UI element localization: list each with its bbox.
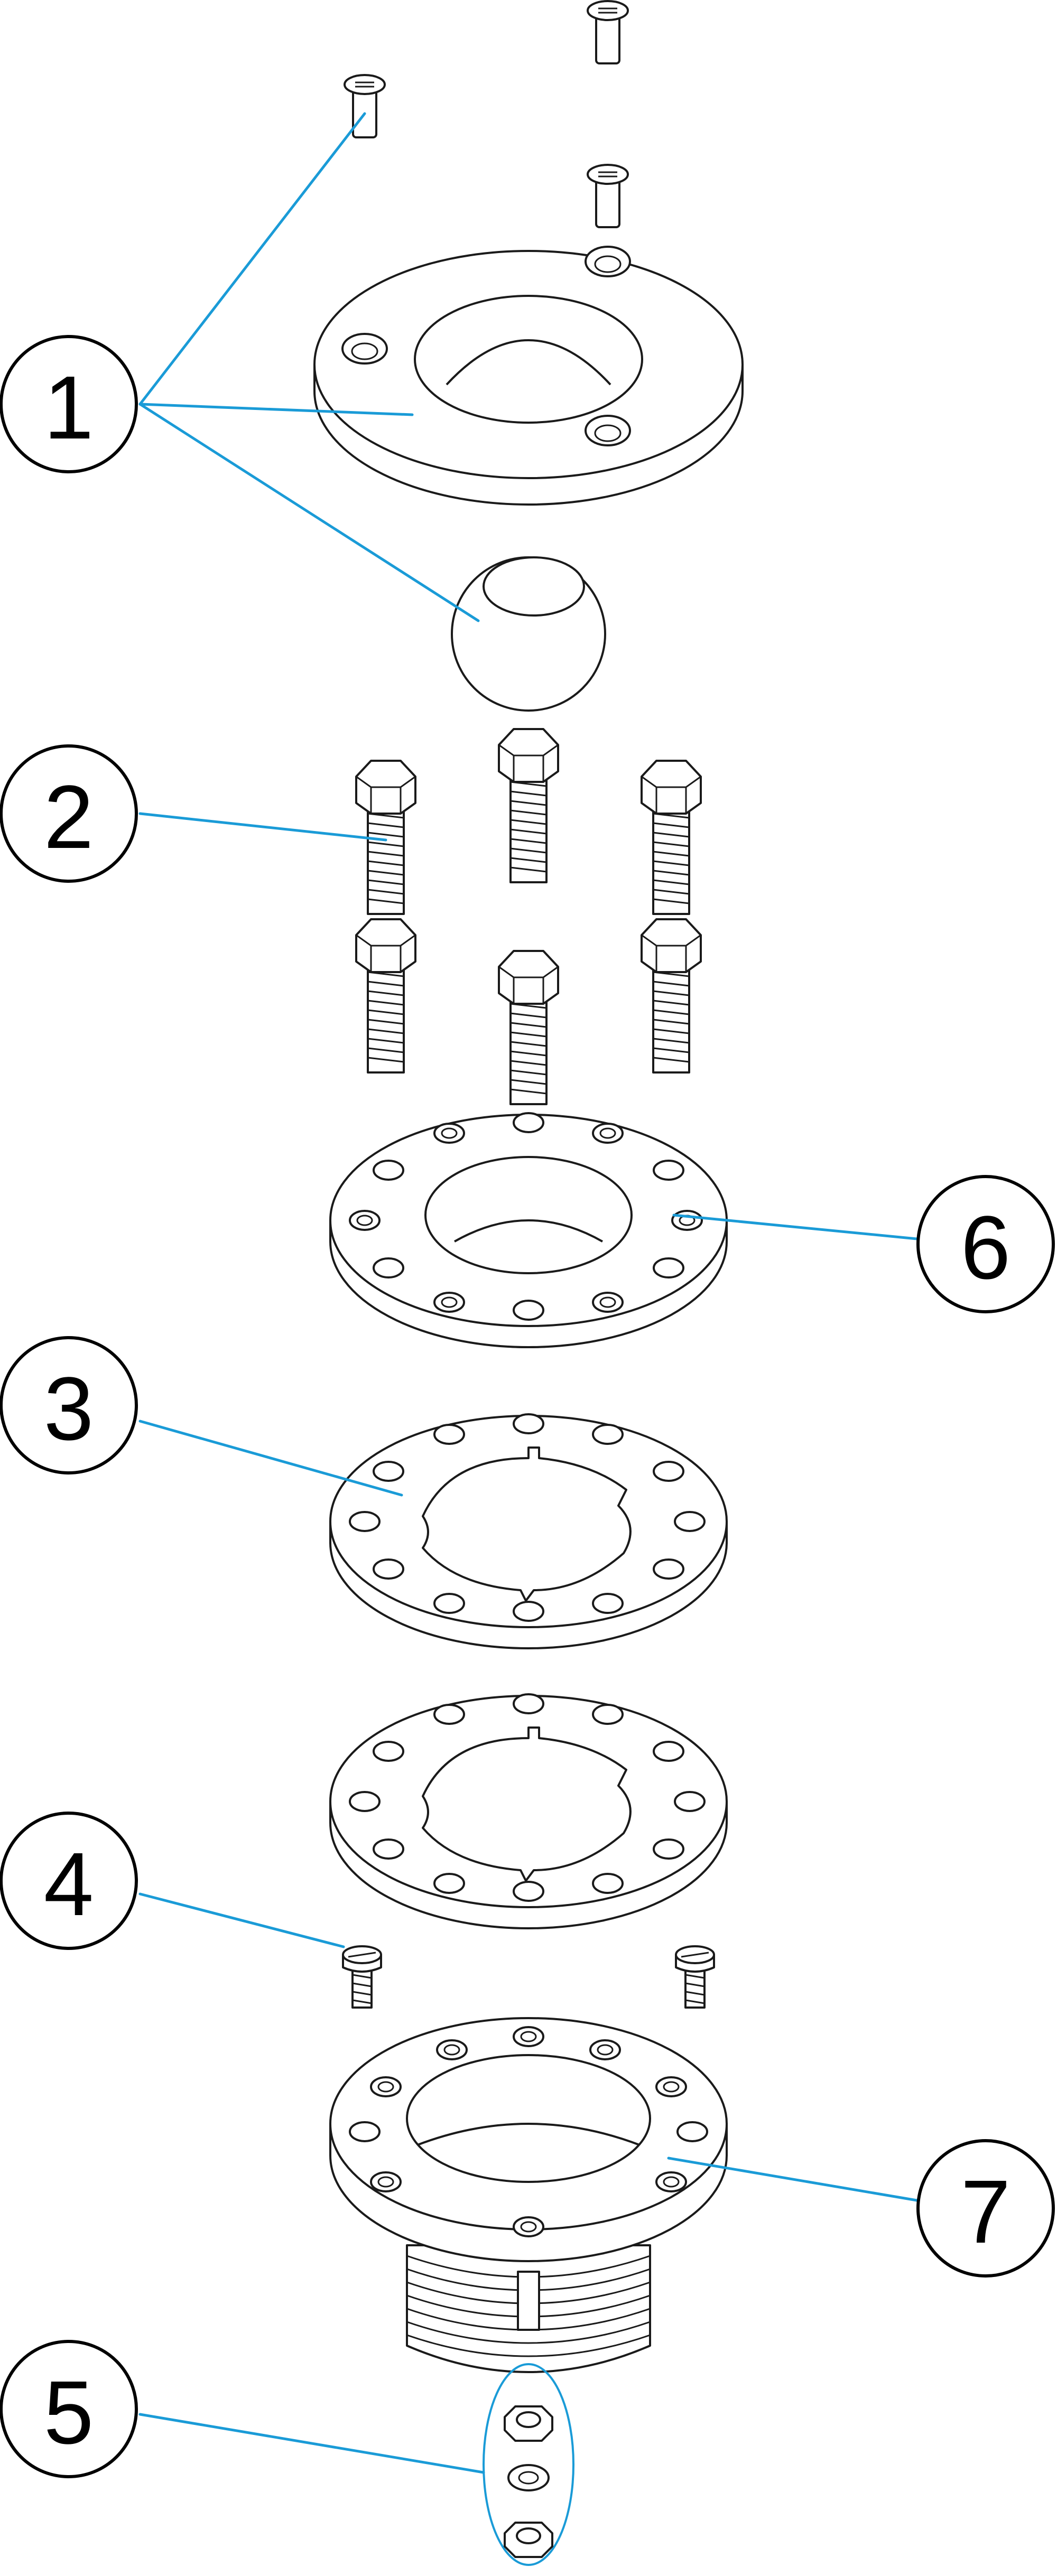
leader-1-plate — [138, 403, 414, 416]
leader-1-screw — [138, 112, 366, 406]
hex-bolt-3 — [641, 760, 702, 915]
gasket-ring-lower — [329, 1693, 728, 1929]
callout-3: 3 — [0, 1336, 138, 1474]
hex-bolt-6 — [641, 918, 702, 1074]
callout-4-label: 4 — [44, 1834, 94, 1935]
leader-1-ball — [138, 403, 480, 622]
leader-3 — [138, 1420, 403, 1497]
leader-2 — [138, 812, 387, 842]
callout-2-label: 2 — [44, 767, 94, 867]
threaded-base — [329, 2017, 728, 2373]
nut-washer-set — [483, 2363, 574, 2566]
callout-4: 4 — [0, 1812, 138, 1950]
screw-1b — [587, 0, 629, 64]
upper-flange — [329, 1112, 728, 1348]
hex-bolt-5 — [498, 950, 559, 1105]
callout-2: 2 — [0, 744, 138, 883]
screw-1c — [587, 164, 629, 228]
callout-1: 1 — [0, 335, 138, 473]
leader-7 — [667, 2157, 919, 2202]
leader-5 — [138, 2413, 485, 2474]
callout-7: 7 — [916, 2139, 1055, 2278]
leader-4 — [138, 1892, 345, 1948]
screw-1a — [344, 74, 386, 138]
callout-1-label: 1 — [44, 358, 94, 458]
callout-7-label: 7 — [961, 2162, 1011, 2262]
callout-3-label: 3 — [44, 1359, 94, 1459]
slot-screw-left — [342, 1945, 382, 2009]
callout-5-label: 5 — [44, 2363, 94, 2463]
callout-5: 5 — [0, 2340, 138, 2478]
ball — [451, 556, 606, 712]
callout-6: 6 — [916, 1175, 1055, 1313]
leader-lines — [138, 112, 919, 2474]
hex-bolt-4 — [355, 918, 416, 1074]
slot-screw-right — [675, 1945, 715, 2009]
hex-bolt-2 — [498, 728, 559, 883]
callout-6-label: 6 — [961, 1198, 1011, 1298]
top-plate — [313, 246, 744, 506]
leader-6 — [672, 1214, 919, 1240]
gasket-ring-upper — [329, 1413, 728, 1649]
